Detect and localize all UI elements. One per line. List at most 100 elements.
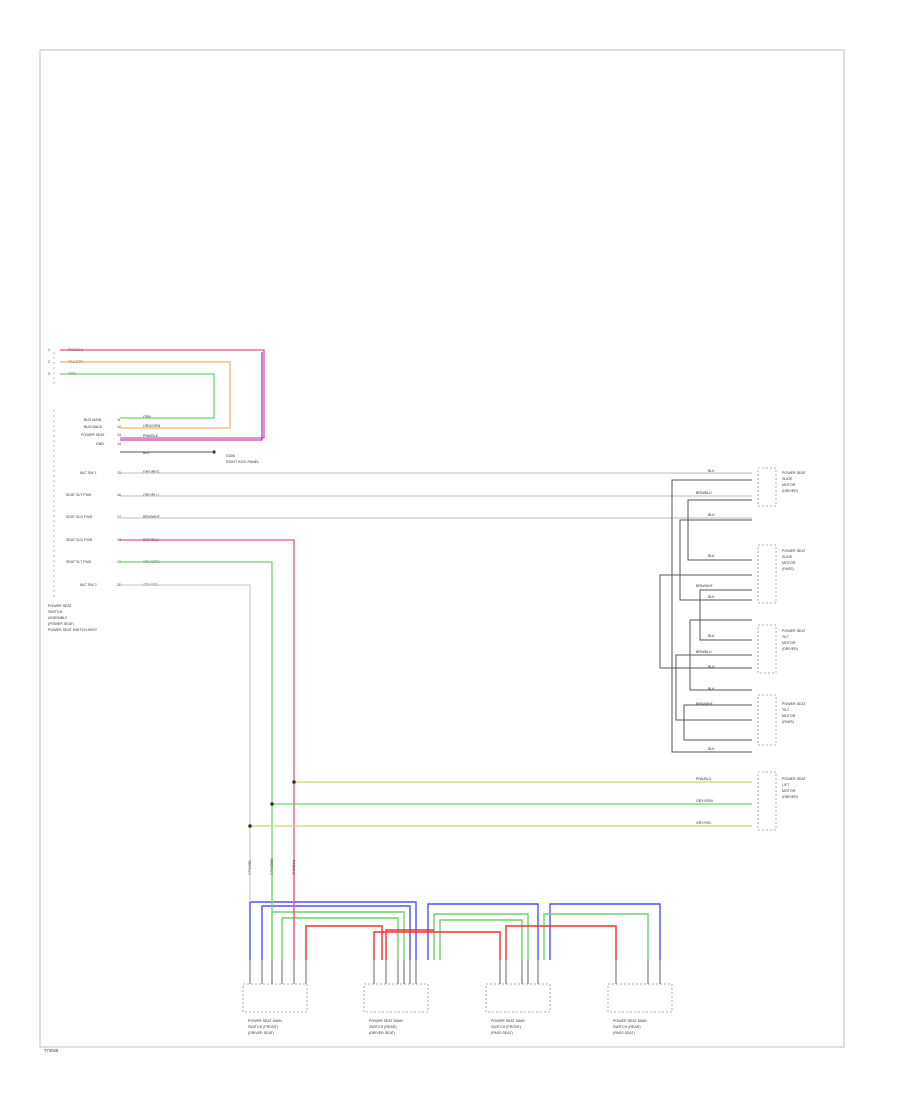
svg-text:(PASS SEAT): (PASS SEAT) (613, 1031, 635, 1035)
splice-point (270, 802, 274, 806)
wire-green-loop (271, 911, 405, 960)
wire-orange-loop (60, 361, 231, 429)
switch-rear-driver: POWER SEAT MAIN SWITCH (REAR) (DRIVER SE… (363, 983, 429, 1035)
top-pin-1: 1 (48, 348, 50, 352)
svg-text:(DRIVER): (DRIVER) (782, 795, 798, 799)
svg-text:POWER SEAT: POWER SEAT (782, 471, 806, 475)
svg-text:GRY/YEL: GRY/YEL (696, 821, 712, 825)
connector-caption: SWITCH (48, 610, 63, 614)
right-motor-cluster (659, 479, 752, 753)
svg-text:MOTOR: MOTOR (782, 483, 796, 487)
svg-text:POWER SEAT: POWER SEAT (782, 549, 806, 553)
switch-rear-pass: POWER SEAT MAIN SWITCH (REAR) (PASS SEAT… (607, 983, 673, 1035)
wire-white-vertical (120, 584, 251, 870)
wire-green-loop (439, 919, 523, 960)
pin-label: SEAT SLT FWD (66, 493, 92, 497)
wire-green-loop (433, 913, 529, 960)
svg-text:SLIDE: SLIDE (782, 555, 793, 559)
splice-point (292, 780, 296, 784)
switch-front-driver: POWER SEAT MAIN SWITCH (FRONT) (DRIVER S… (242, 983, 308, 1035)
pin-wire: GRY/RED (143, 470, 160, 474)
right-components: POWER SEAT SLIDE MOTOR (DRIVER) BLK BRN/… (696, 467, 806, 831)
bottom-harness (249, 870, 661, 960)
svg-text:TILT: TILT (782, 635, 790, 639)
motor-slide-driver: POWER SEAT SLIDE MOTOR (DRIVER) BLK BRN/… (696, 467, 806, 517)
svg-text:POWER SEAT MAIN: POWER SEAT MAIN (613, 1019, 647, 1023)
pin-wire: BLK (143, 451, 150, 455)
svg-text:(DRIVER): (DRIVER) (782, 647, 798, 651)
wire-green-loop (281, 917, 399, 960)
svg-text:BLK: BLK (708, 665, 715, 669)
bottom-switches: POWER SEAT MAIN SWITCH (FRONT) (DRIVER S… (242, 983, 673, 1035)
svg-text:GRY/GRN: GRY/GRN (696, 799, 713, 803)
splice-point (248, 824, 252, 828)
pin-number: 11 (117, 418, 121, 422)
pin-label: MLT SW 2 (80, 583, 97, 587)
wire-red-loop (305, 925, 383, 960)
svg-text:BLK: BLK (708, 595, 715, 599)
wire-blue-loop (249, 901, 417, 960)
lift-motor-feeds (248, 780, 752, 828)
svg-text:(DRIVER SEAT): (DRIVER SEAT) (369, 1031, 395, 1035)
vertical-wire-label: PNK/BLU (292, 859, 296, 875)
footer-code: T73045 (44, 1048, 59, 1053)
switch-front-pass: POWER SEAT MAIN SWITCH (FRONT) (PASS SEA… (485, 983, 551, 1035)
vertical-wire-label: GRY/YEL (248, 859, 252, 875)
pin-label: BUS BACK (84, 425, 103, 429)
pin-wire: GRN (143, 415, 151, 419)
svg-text:POWER SEAT MAIN: POWER SEAT MAIN (248, 1019, 282, 1023)
svg-text:SWITCH (FRONT): SWITCH (FRONT) (248, 1025, 278, 1029)
wire-red-loop (373, 931, 501, 960)
pin-number: 15 (117, 471, 121, 475)
svg-text:MOTOR: MOTOR (782, 714, 796, 718)
top-pin-3: 3 (48, 372, 50, 376)
svg-text:MOTOR: MOTOR (782, 641, 796, 645)
svg-text:BRN/BLU: BRN/BLU (696, 491, 712, 495)
svg-text:BLK: BLK (708, 469, 715, 473)
svg-text:MOTOR: MOTOR (782, 789, 796, 793)
connector-caption: ASSEMBLY (48, 616, 68, 620)
pin-label: GND (96, 442, 104, 446)
svg-text:BRN/WHT: BRN/WHT (696, 702, 714, 706)
svg-text:BLK: BLK (708, 687, 715, 691)
svg-text:SWITCH (REAR): SWITCH (REAR) (613, 1025, 641, 1029)
pin-number: 18 (117, 538, 121, 542)
motor-lift-driver: POWER SEAT LIFT MOTOR (DRIVER) PNK/BLU G… (696, 771, 806, 831)
ground-wire: G306 RIGHT KICK PANEL (120, 450, 259, 464)
motor-slide-pass: POWER SEAT SLIDE MOTOR (PASS) BLK BRN/WH… (696, 544, 806, 604)
svg-text:PNK/BLU: PNK/BLU (696, 777, 712, 781)
svg-text:(PASS SEAT): (PASS SEAT) (491, 1031, 513, 1035)
main-connector: PNK/BLU YEL/GRN GRN 1 2 3 BUS MAIN BUS B… (48, 348, 161, 632)
svg-text:BLK: BLK (708, 634, 715, 638)
right-bus-wires (120, 472, 752, 519)
svg-text:BRN/WHT: BRN/WHT (696, 584, 714, 588)
svg-text:TILT: TILT (782, 708, 790, 712)
svg-text:BRN/BLU: BRN/BLU (696, 650, 712, 654)
svg-text:(PASS): (PASS) (782, 567, 794, 571)
svg-text:(PASS): (PASS) (782, 720, 794, 724)
switch-pin-stubs (249, 960, 661, 984)
connector-caption: POWER SEAT SWITCH ASSY (48, 628, 98, 632)
pin-number: 12 (117, 425, 121, 429)
top-pin-2: 2 (48, 360, 50, 364)
wire-green-loop (60, 373, 215, 419)
svg-text:BLK: BLK (708, 554, 715, 558)
svg-text:BLK: BLK (708, 513, 715, 517)
pin-number: 14 (117, 442, 121, 446)
svg-text:POWER SEAT MAIN: POWER SEAT MAIN (369, 1019, 403, 1023)
wire-blue-loop (261, 905, 411, 960)
svg-text:LIFT: LIFT (782, 783, 790, 787)
pin-number: 13 (117, 433, 121, 437)
top-loop-wires (60, 349, 265, 441)
wire-red-loop (505, 925, 617, 960)
wire-green-loop (543, 913, 649, 960)
vertical-wire-label: GRY/GRN (270, 858, 274, 875)
svg-text:SLIDE: SLIDE (782, 477, 793, 481)
pin-number: 19 (117, 560, 121, 564)
wire-purple-loop (120, 352, 263, 441)
pin-number: 17 (117, 515, 121, 519)
svg-text:BLK: BLK (708, 747, 715, 751)
wire-green-vertical (120, 561, 273, 870)
svg-text:(DRIVER): (DRIVER) (782, 489, 798, 493)
